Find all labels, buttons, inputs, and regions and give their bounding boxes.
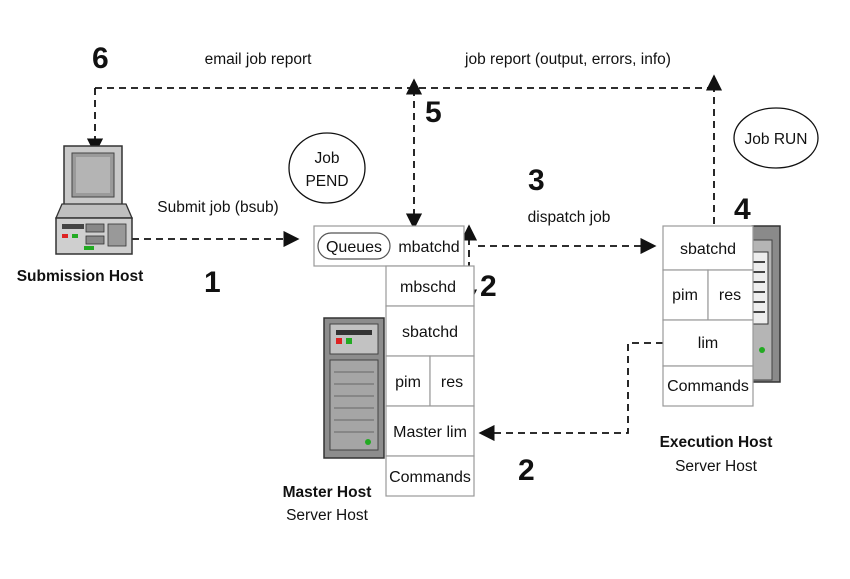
job-run-ellipse (733, 107, 819, 169)
master-pim-label: pim (395, 374, 421, 391)
master-host-title: Master Host (283, 484, 372, 501)
master-mbatchd-label: mbatchd (398, 239, 459, 256)
exec-res-label: res (719, 287, 741, 304)
job-pend-label-1: Job (315, 150, 340, 167)
exec-lim-label: lim (698, 335, 718, 352)
submission-host-title: Submission Host (17, 268, 144, 285)
master-host-subtitle: Server Host (286, 507, 369, 524)
step-number: 6 (92, 42, 109, 75)
execution-host-stack (662, 225, 754, 407)
job-report-label: job report (output, errors, info) (464, 51, 671, 68)
master-lim-label: Master lim (393, 424, 467, 441)
exec-commands-label: Commands (667, 378, 749, 395)
master-host-stack (313, 225, 475, 497)
queues-label: Queues (326, 239, 382, 256)
submit-job-label: Submit job (bsub) (157, 199, 278, 216)
exec-pim-label: pim (672, 287, 698, 304)
master-res-label: res (441, 374, 463, 391)
step-number: 2 (518, 454, 535, 487)
job-run-label: Job RUN (745, 131, 808, 148)
computer-icon (55, 145, 133, 255)
email-report-label: email job report (205, 51, 313, 68)
step-number: 2 (480, 270, 497, 303)
step-number: 1 (204, 266, 221, 299)
master-mbschd-label: mbschd (400, 279, 456, 296)
step-number: 4 (734, 193, 751, 226)
master-commands-label: Commands (389, 469, 471, 486)
queues-pill (317, 232, 391, 260)
lim-report-arrow (478, 342, 663, 442)
server-icon (323, 317, 385, 459)
dispatch-job-label: dispatch job (528, 209, 611, 226)
step-number: 3 (528, 164, 545, 197)
step-number: 5 (425, 96, 442, 129)
job-pend-label-2: PEND (305, 173, 348, 190)
master-sbatchd-label: sbatchd (402, 324, 458, 341)
job-pend-ellipse (288, 132, 366, 204)
exec-sbatchd-label: sbatchd (680, 241, 736, 258)
execution-host-subtitle: Server Host (675, 458, 758, 475)
execution-host-title: Execution Host (660, 434, 773, 451)
